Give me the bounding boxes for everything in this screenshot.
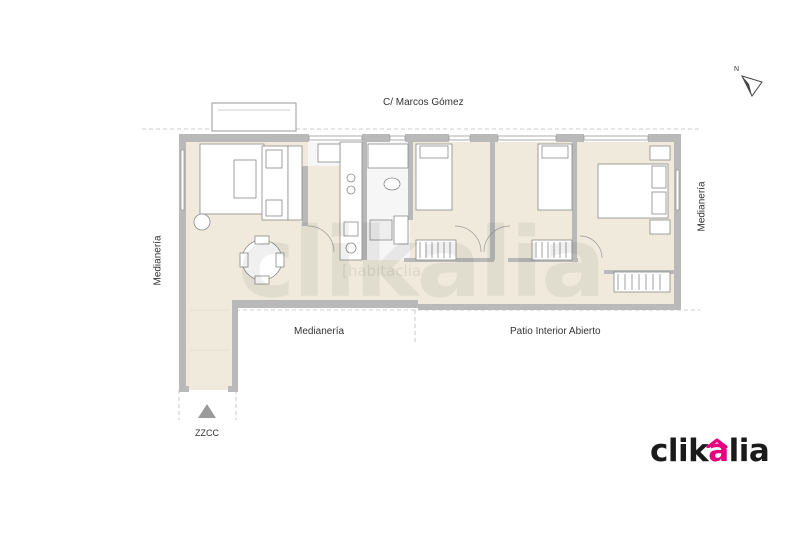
corridor-lines bbox=[190, 309, 230, 351]
street-label: C/ Marcos Gómez bbox=[383, 97, 464, 108]
balcony bbox=[211, 102, 297, 132]
logo-roof-icon bbox=[706, 438, 728, 448]
bathroom bbox=[367, 143, 409, 245]
bedroom-2 bbox=[531, 143, 573, 261]
door-swings bbox=[307, 225, 603, 259]
kitchen bbox=[317, 141, 363, 261]
entrance-label: ZZCC bbox=[195, 428, 219, 438]
living-room-furniture bbox=[193, 143, 303, 285]
bottom-wall-label: Medianería bbox=[294, 326, 345, 337]
entrance-arrow bbox=[198, 404, 216, 418]
right-wall-label: Medianería bbox=[696, 181, 708, 232]
logo-prefix: clik bbox=[650, 433, 709, 469]
north-arrow-icon bbox=[741, 75, 763, 97]
windows bbox=[180, 135, 680, 211]
left-wall-label: Medianería bbox=[152, 235, 164, 286]
logo-suffix: lia bbox=[728, 433, 770, 469]
north-label: N bbox=[734, 66, 740, 73]
logo-accent: a bbox=[706, 436, 729, 467]
patio-label: Patio Interior Abierto bbox=[510, 326, 601, 337]
bedroom-master bbox=[597, 145, 671, 293]
bedroom-1 bbox=[415, 143, 457, 261]
